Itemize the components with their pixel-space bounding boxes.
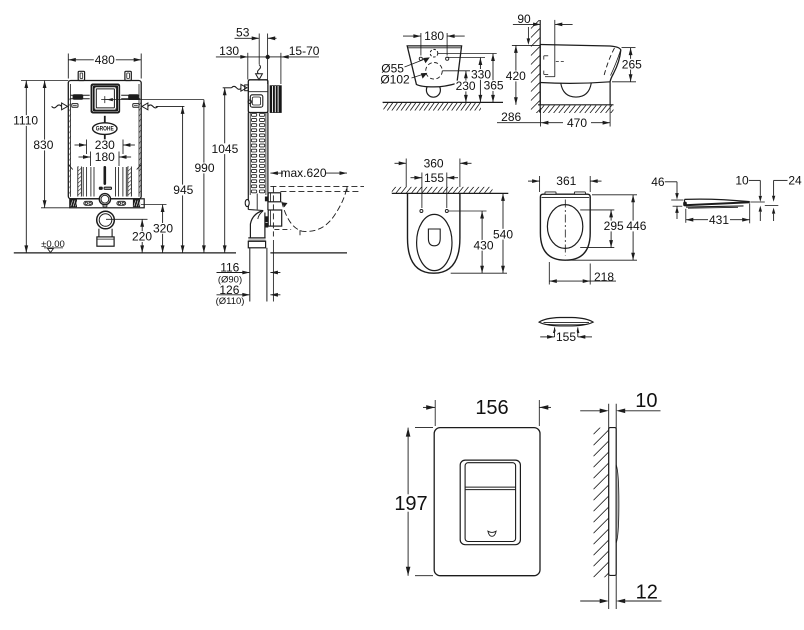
svg-text:540: 540	[493, 227, 513, 241]
svg-text:430: 430	[473, 238, 493, 252]
svg-text:180: 180	[95, 150, 115, 164]
svg-text:990: 990	[194, 161, 214, 175]
svg-text:155: 155	[424, 171, 444, 185]
svg-text:446: 446	[626, 219, 646, 233]
svg-text:420: 420	[506, 69, 526, 83]
svg-text:90: 90	[517, 12, 531, 26]
svg-text:130: 130	[219, 44, 239, 58]
svg-text:197: 197	[394, 493, 427, 515]
svg-text:830: 830	[33, 138, 53, 152]
svg-text:15-70: 15-70	[289, 44, 320, 58]
svg-text:230: 230	[95, 138, 115, 152]
svg-text:180: 180	[424, 29, 444, 43]
svg-text:Ø55: Ø55	[381, 62, 404, 76]
svg-text:1110: 1110	[13, 114, 38, 128]
svg-text:265: 265	[622, 57, 642, 71]
svg-text:218: 218	[594, 270, 614, 284]
svg-text:220: 220	[132, 230, 152, 244]
svg-text:365: 365	[484, 79, 504, 93]
svg-text:Ø102: Ø102	[380, 73, 410, 87]
svg-text:max.620: max.620	[280, 166, 326, 180]
svg-text:470: 470	[567, 116, 587, 130]
svg-text:230: 230	[456, 79, 476, 93]
svg-text:156: 156	[475, 397, 508, 419]
svg-text:(Ø110): (Ø110)	[216, 296, 245, 307]
svg-text:320: 320	[153, 222, 173, 236]
svg-text:(Ø90): (Ø90)	[218, 275, 242, 286]
svg-text:53: 53	[236, 26, 250, 40]
svg-text:GROHE: GROHE	[96, 127, 114, 133]
svg-text:360: 360	[424, 156, 444, 170]
svg-text:10: 10	[635, 390, 657, 412]
svg-text:24: 24	[788, 174, 802, 188]
svg-text:46: 46	[651, 175, 665, 189]
svg-text:295: 295	[604, 219, 624, 233]
svg-text:945: 945	[173, 183, 193, 197]
svg-text:±0.00: ±0.00	[41, 239, 65, 250]
svg-text:12: 12	[636, 582, 658, 604]
svg-text:126: 126	[219, 283, 239, 297]
svg-text:330: 330	[471, 68, 491, 82]
svg-text:431: 431	[709, 213, 729, 227]
svg-text:361: 361	[556, 174, 576, 188]
svg-text:286: 286	[501, 110, 521, 124]
svg-text:480: 480	[95, 53, 115, 67]
svg-text:1045: 1045	[212, 142, 239, 156]
svg-text:155: 155	[556, 330, 576, 344]
svg-text:10: 10	[735, 174, 749, 188]
svg-text:116: 116	[220, 260, 239, 274]
